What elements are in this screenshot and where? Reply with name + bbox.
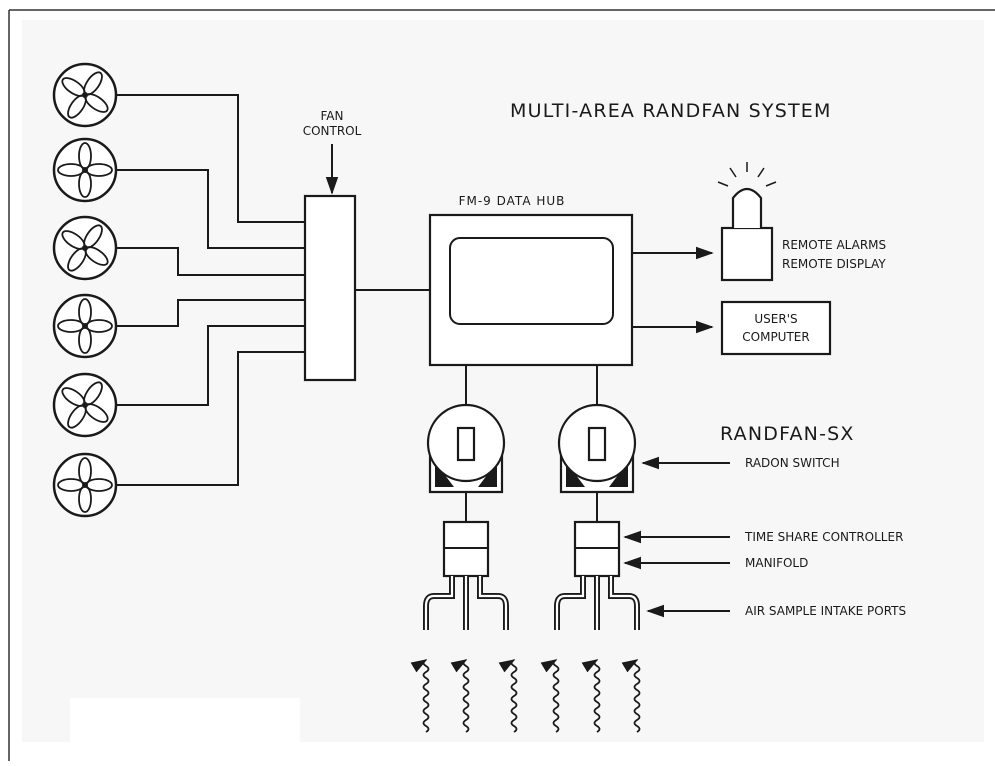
remote-alarms-label: REMOTE ALARMS	[782, 238, 886, 252]
diagram-title: MULTI-AREA RANDFAN SYSTEM	[510, 100, 832, 122]
data-hub-label: FM-9 DATA HUB	[459, 194, 566, 208]
fan-control-box	[303, 194, 357, 382]
fan-hub	[82, 92, 88, 98]
air-ports-label: AIR SAMPLE INTAKE PORTS	[745, 604, 906, 618]
airflow-arrow	[581, 659, 601, 733]
alarm-beacon-icon	[731, 187, 763, 228]
intake-port-bore	[609, 576, 639, 630]
fan-wire-3	[117, 247, 305, 276]
beacon-ray-left	[729, 167, 737, 178]
fan-group	[52, 62, 118, 518]
fan-hub	[82, 482, 88, 488]
computer-box	[720, 300, 832, 356]
airflow-arrows	[410, 659, 641, 733]
airflow-arrow	[410, 659, 430, 733]
fan-icon	[52, 215, 118, 281]
computer-label-line1: USER'S	[754, 312, 797, 326]
data-hub-screen	[449, 237, 614, 325]
fan-icon	[52, 293, 118, 359]
beacon-ray-right	[757, 167, 765, 178]
blank-patch	[70, 698, 300, 748]
fan-control-label-line2: CONTROL	[303, 124, 362, 138]
fan-hub	[82, 245, 88, 251]
fan-icon	[52, 137, 118, 203]
manifold-label: MANIFOLD	[745, 556, 808, 570]
beacon-ray-far-left	[717, 181, 729, 187]
fan-wires	[117, 94, 305, 486]
fan-hub	[82, 323, 88, 329]
fan-hub	[82, 402, 88, 408]
sensor-units	[423, 403, 640, 630]
fan-icon	[52, 452, 118, 518]
radon-switch-label: RADON SWITCH	[745, 456, 840, 470]
radon-switch-brackets	[435, 462, 497, 487]
time-share-label: TIME SHARE CONTROLLER	[744, 530, 903, 544]
intake-port-bore	[424, 576, 454, 630]
fan-wire-1	[117, 94, 305, 223]
fan-hub	[82, 167, 88, 173]
radon-sensor-unit	[554, 403, 640, 630]
fan-wire-4	[117, 299, 305, 327]
alarm-box	[720, 226, 774, 282]
fan-icon	[52, 62, 118, 128]
beacon-rays	[717, 162, 777, 187]
fan-wire-2	[117, 169, 305, 249]
airflow-arrow	[540, 659, 560, 733]
intake-port-bore	[478, 576, 508, 630]
fan-icon	[52, 372, 118, 438]
fan-wire-6	[117, 351, 305, 486]
airflow-arrow	[621, 659, 641, 733]
intake-port-bore	[555, 576, 585, 630]
radon-switch-window	[587, 426, 607, 462]
fan-wire-5	[117, 325, 305, 406]
radon-switch-brackets	[566, 462, 628, 487]
computer-label-line2: COMPUTER	[742, 330, 809, 344]
diagram-panel	[22, 20, 984, 742]
remote-display-label: REMOTE DISPLAY	[782, 257, 886, 271]
airflow-arrow	[450, 659, 470, 733]
fan-control-label-line1: FAN	[321, 109, 344, 123]
radon-switch-window	[456, 426, 476, 462]
radon-sensor-unit	[423, 403, 509, 630]
airflow-arrow	[498, 659, 518, 733]
randfan-sx-label: RANDFAN-SX	[720, 423, 855, 445]
beacon-ray-far-right	[765, 181, 777, 187]
